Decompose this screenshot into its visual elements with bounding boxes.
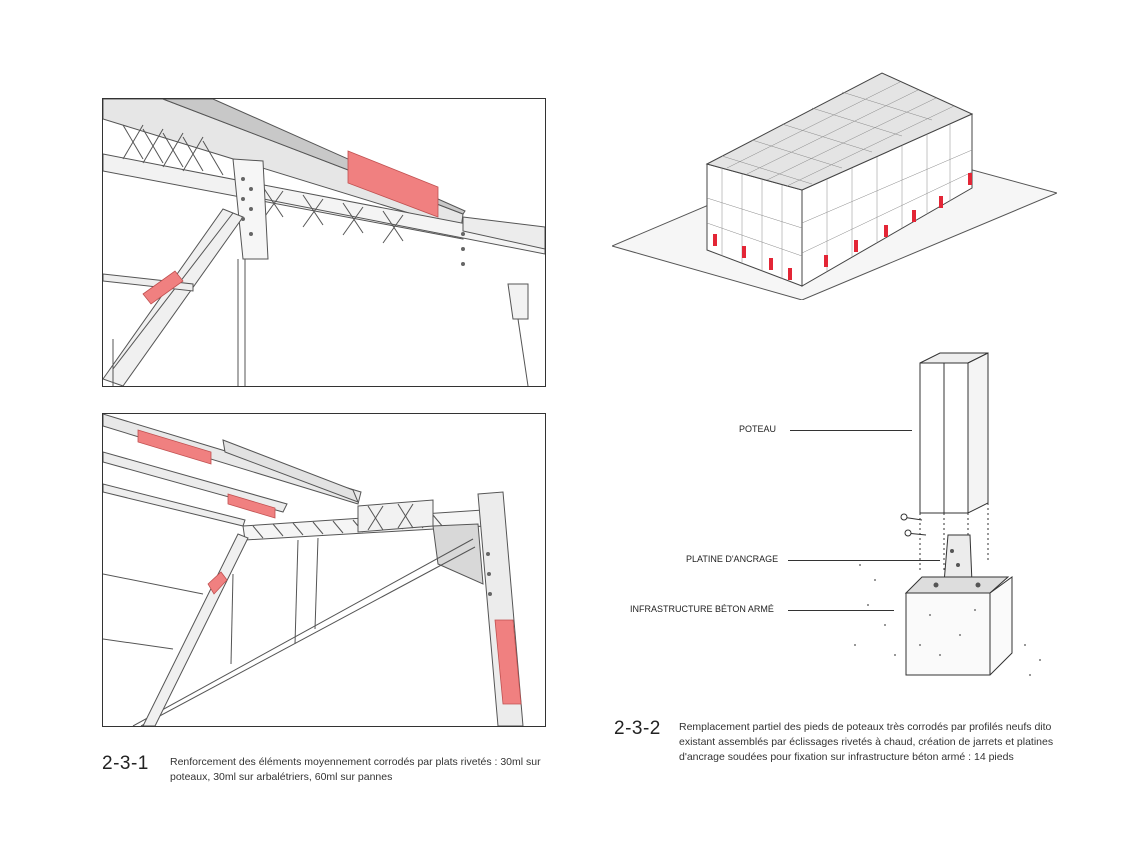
corroded-column-feet [713,173,972,280]
callout-poteau: POTEAU [739,424,777,434]
figure-caption-2-3-2: Remplacement partiel des pieds de poteau… [679,721,1075,763]
reinforcement-plate-rafter [142,270,184,305]
reinforcement-plate-rafter [207,571,228,595]
callout-platine: PLATINE D'ANCRAGE [686,554,779,564]
reinforcement-plate-beam [347,150,439,218]
truss-drawing-2 [103,414,524,726]
callout-leader-poteau [790,430,912,431]
figure-number-2-3-2: 2-3-2 [614,718,661,739]
reinforcement-plate-purlin-1 [137,429,212,465]
reinforcement-plate-purlin-2 [227,493,276,519]
building-isometric-drawing [612,72,1057,300]
truss-drawing-1 [103,99,545,386]
callout-leader-platine [788,560,940,561]
truss-detail-view-1 [102,98,546,387]
column-base-detail-drawing [854,352,1041,676]
figure-number-2-3-1: 2-3-1 [102,753,149,774]
truss-detail-view-2 [102,413,546,727]
roof [705,72,974,191]
callout-leader-infrastructure [788,610,894,611]
reinforcement-plate-column [494,619,522,705]
callout-infrastructure: INFRASTRUCTURE BÉTON ARMÉ [630,604,774,614]
figure-caption-2-3-1: Renforcement des éléments moyennement co… [170,756,541,783]
